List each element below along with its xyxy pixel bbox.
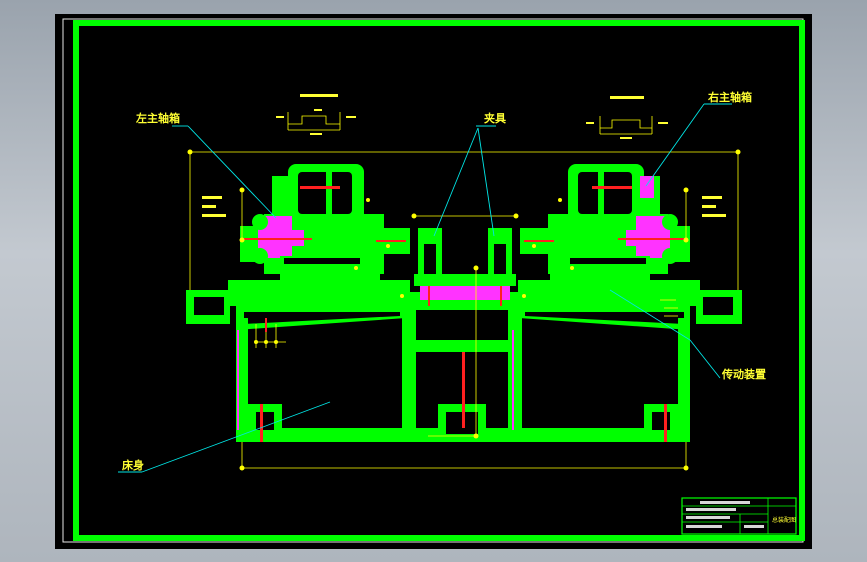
title-block (681, 497, 797, 535)
left-process-sketch (276, 94, 356, 135)
left-spec-notes (202, 196, 226, 217)
callout-right-spindle-box: 右主轴箱 (707, 90, 752, 104)
left-bolt-details (254, 318, 286, 348)
right-spindle-box (520, 164, 690, 280)
fixture (414, 228, 516, 310)
left-spindle-box (240, 164, 410, 280)
right-spec-notes (702, 196, 726, 217)
title-block-drawing-name: 总装配图 (772, 516, 796, 524)
right-process-sketch (586, 96, 668, 139)
callout-left-spindle-box: 左主轴箱 (135, 111, 180, 125)
callout-transmission: 传动装置 (721, 367, 766, 381)
leader-lines (118, 103, 732, 473)
dimensions (187, 149, 741, 471)
callout-bed: 床身 (122, 458, 144, 472)
drawing-border (73, 20, 805, 541)
callout-fixture: 夹具 (484, 111, 506, 125)
right-bolt-details (660, 299, 678, 317)
machine-bed (236, 306, 690, 442)
